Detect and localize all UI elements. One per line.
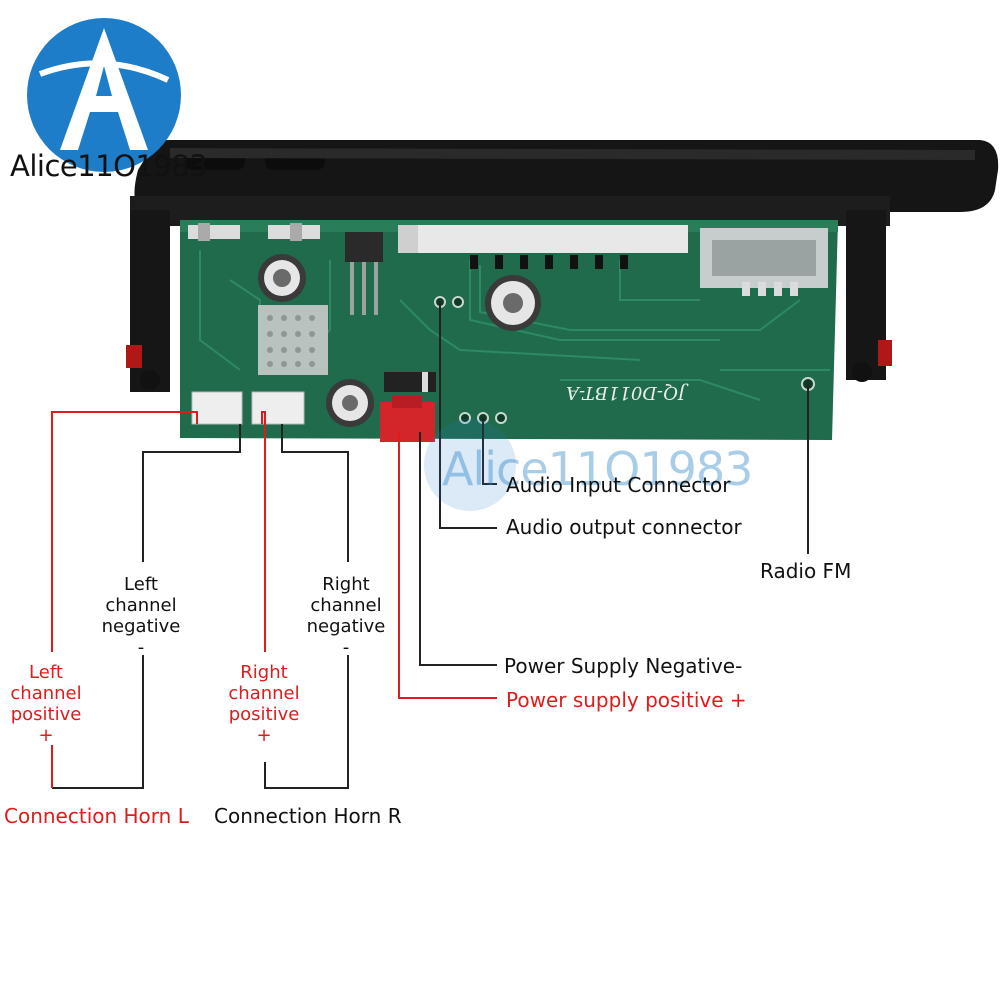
- leader-audio-output: [439, 302, 497, 529]
- switch-2-knob: [290, 223, 302, 241]
- leader-right-positive: [261, 411, 266, 652]
- leader-right-negative: [281, 424, 349, 562]
- label-right-negative: Right channel negative -: [306, 574, 386, 658]
- sd-slot: [398, 225, 688, 253]
- usb-pins: [742, 282, 798, 296]
- leader-power-negative: [419, 432, 497, 666]
- diode: [384, 372, 436, 392]
- frame-screw-left: [140, 370, 160, 390]
- label-right-positive: Right channel positive +: [228, 662, 300, 746]
- pad-aux-r: [495, 412, 507, 424]
- capacitor-top-core: [273, 269, 291, 287]
- logo-swoosh: [38, 60, 170, 83]
- header-pins: [470, 255, 628, 269]
- regulator-legs: [350, 262, 378, 315]
- label-radio-fm: Radio FM: [760, 559, 852, 583]
- leader-left-negative: [142, 424, 241, 562]
- faceplate-highlight: [170, 148, 975, 160]
- leader-audio-input: [482, 418, 497, 485]
- frame-red-clip-left: [126, 345, 142, 368]
- label-left-negative: Left channel negative -: [101, 574, 181, 658]
- capacitor-big-core: [503, 293, 523, 313]
- label-power-negative: Power Supply Negative-: [504, 654, 743, 678]
- power-connector-top: [392, 396, 422, 408]
- leader-left-positive: [51, 411, 198, 652]
- label-horn-r: Connection Horn R: [214, 804, 402, 828]
- leader-right-negative-down: [264, 655, 349, 789]
- regulator: [345, 232, 383, 262]
- label-horn-l: Connection Horn L: [4, 804, 189, 828]
- leader-lines-black: [52, 302, 809, 789]
- leader-power-positive: [398, 432, 497, 699]
- capacitor-lower-core: [342, 395, 358, 411]
- label-left-positive: Left channel positive +: [10, 662, 82, 746]
- label-power-positive: Power supply positive +: [506, 688, 747, 712]
- logo-circle: [27, 18, 181, 172]
- label-audio-output: Audio output connector: [506, 515, 742, 539]
- power-connector: [380, 402, 435, 442]
- leader-lines-red: [51, 411, 497, 788]
- speaker-connector-right: [251, 391, 305, 425]
- logo-letter-a: [60, 28, 148, 150]
- speaker-connector-left: [191, 391, 243, 425]
- logo-text: Alice11O1983: [10, 149, 208, 183]
- frame-screw-right: [852, 362, 872, 382]
- sd-slot-opening: [398, 225, 418, 253]
- diode-band: [422, 372, 428, 392]
- board-model-text: JQ-D011BT-A: [566, 382, 686, 403]
- label-audio-input: Audio Input Connector: [506, 473, 731, 497]
- frame-red-clip-right: [878, 340, 892, 366]
- watermark-text: Alice11O1983: [442, 442, 753, 496]
- pad-aux-l: [459, 412, 471, 424]
- heat-pad-dots: [267, 315, 315, 367]
- pad-lo: [452, 296, 464, 308]
- switch-1: [188, 225, 240, 239]
- switch-1-knob: [198, 223, 210, 241]
- watermark-circle: [424, 419, 516, 511]
- leader-left-negative-down: [52, 655, 144, 789]
- usb-port-inner: [712, 240, 816, 276]
